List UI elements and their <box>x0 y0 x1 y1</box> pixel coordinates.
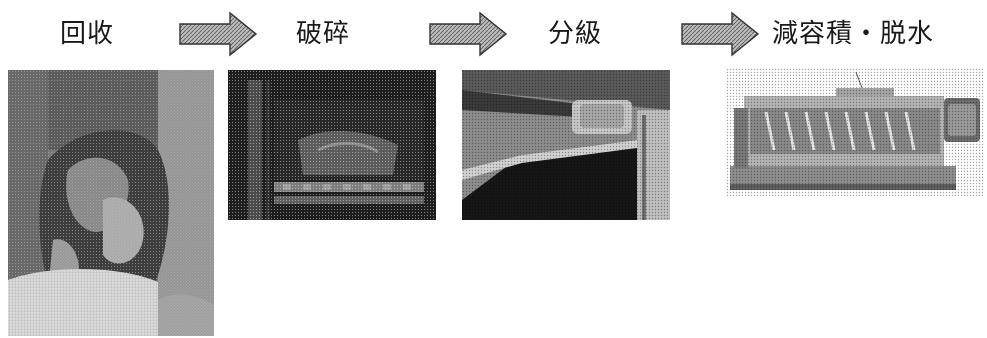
dewatering-machine-photo <box>726 68 984 196</box>
classification-photo <box>462 70 670 220</box>
flow-arrow-icon <box>681 11 760 57</box>
flow-arrow-icon <box>179 11 258 57</box>
step-label-volume-reduction-dewatering: 減容積・脱水 <box>772 19 935 49</box>
collection-photo <box>8 70 214 336</box>
crushing-photo <box>228 70 436 220</box>
step-label-crushing: 破碎 <box>296 19 351 49</box>
flow-arrow-icon <box>429 11 508 57</box>
step-label-collection: 回收 <box>60 19 115 49</box>
step-label-classification: 分級 <box>548 19 603 49</box>
